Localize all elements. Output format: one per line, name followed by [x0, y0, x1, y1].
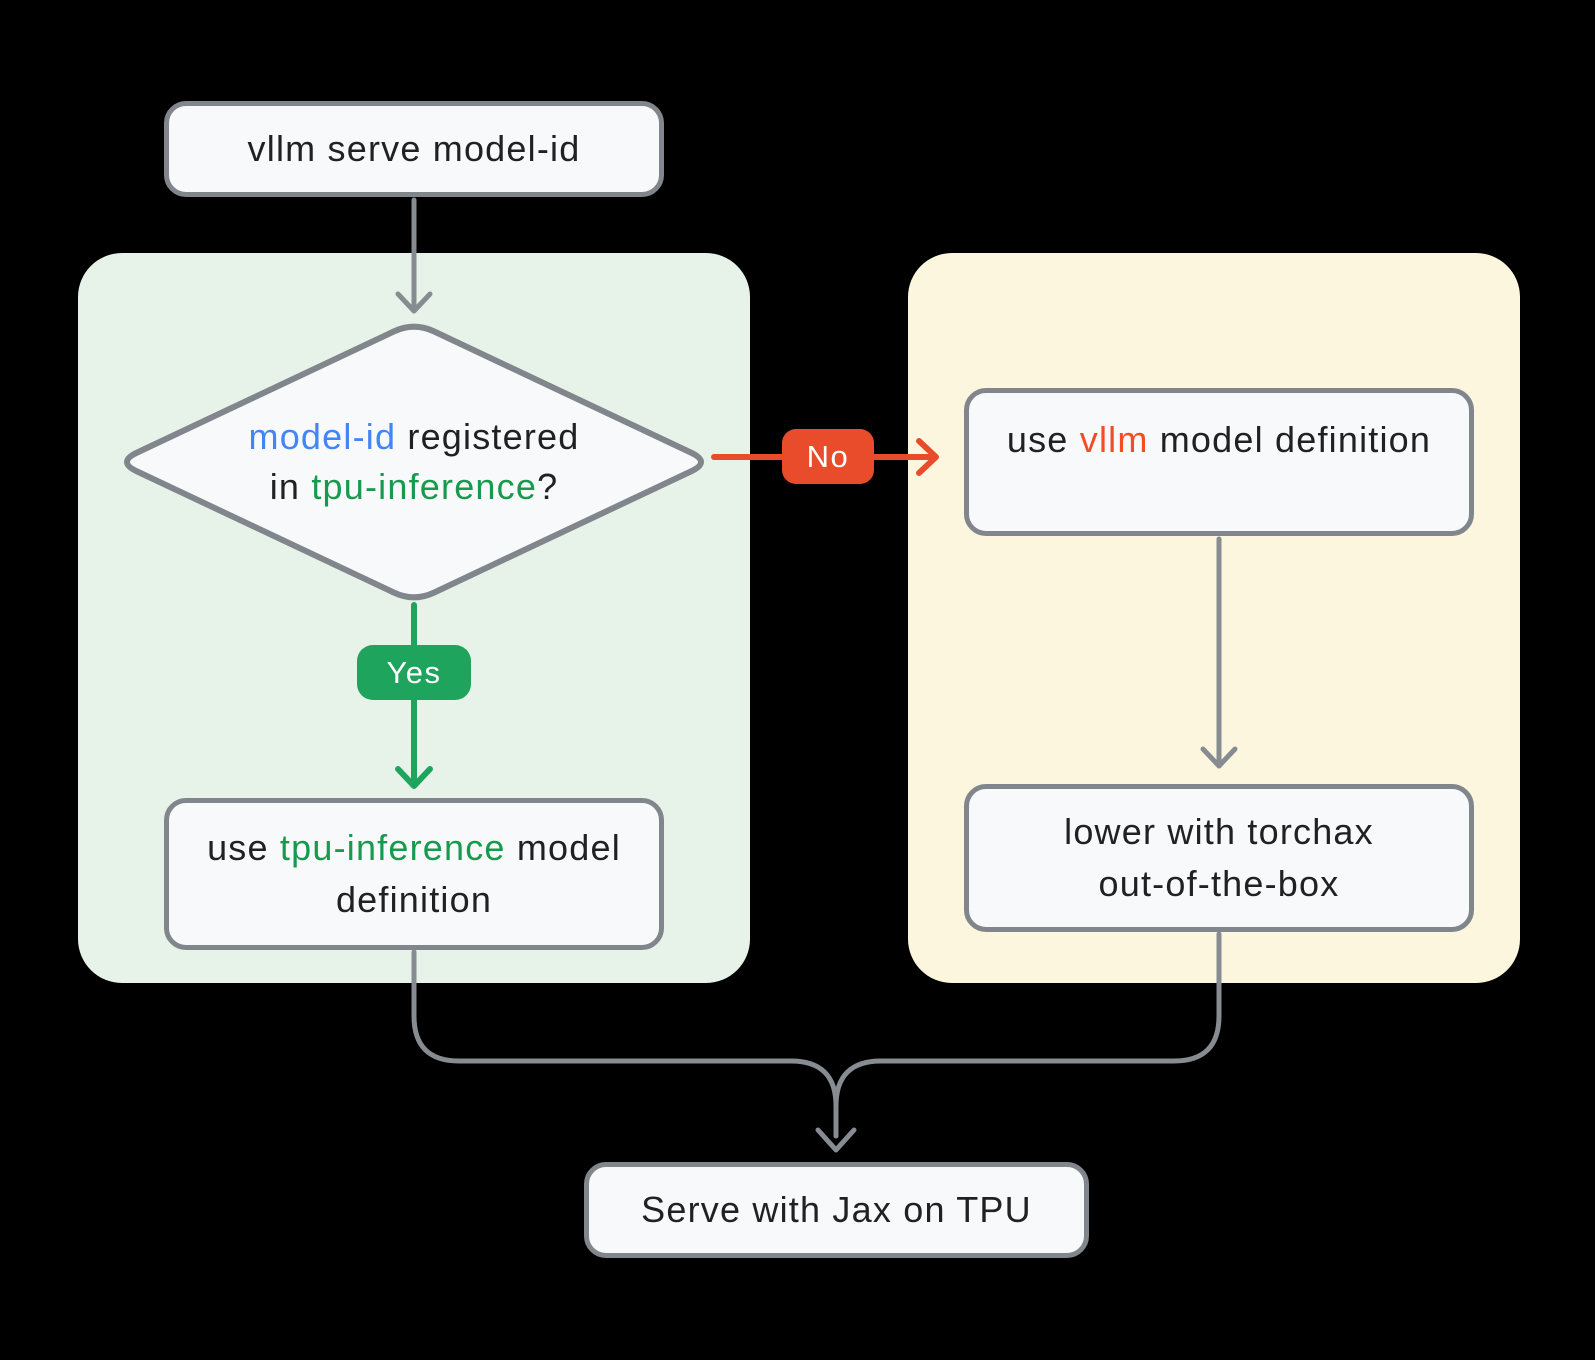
arrow-start-to-decision [395, 197, 433, 314]
merge-arrow [411, 931, 1222, 1153]
start-node: vllm serve model-id [164, 101, 664, 197]
serve-node: Serve with Jax on TPU [584, 1162, 1089, 1258]
arrow-vllm-to-torchax [1200, 536, 1238, 769]
yes-badge: Yes [357, 645, 471, 700]
use-vllm-node: use vllm model definition [964, 388, 1474, 536]
no-badge: No [782, 429, 874, 484]
decision-diamond [124, 323, 704, 601]
